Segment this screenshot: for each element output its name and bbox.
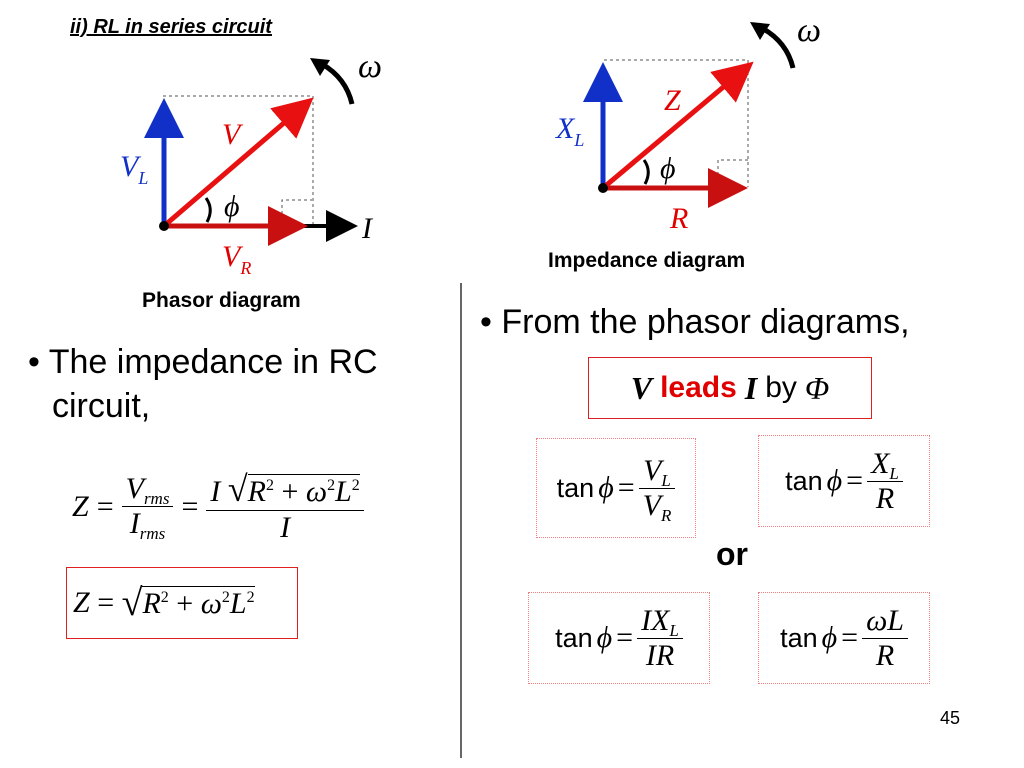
phasor-rotation-arc [320,61,355,105]
right-bullet: • From the phasor diagrams, [480,303,910,341]
phasor-vl-label: VL [120,150,149,188]
phasor-v-label: V [222,118,241,151]
i-sqrt-over-i-fraction: I √R2 + ω2L2 I [206,468,364,545]
phasor-caption: Phasor diagram [142,289,301,312]
phasor-right-angle [281,199,312,226]
phasor-omega-label: ω [358,48,383,85]
v-arrow [162,97,314,228]
phasor-diagram [144,58,358,246]
left-bullet: • The impedance in RC circuit, [28,343,378,425]
impedance-right-angle [717,159,748,187]
impedance-equation-full: Z= Vrms Irms = I √R2 + ω2L2 I [72,468,364,545]
impedance-origin [598,183,608,193]
page-number: 45 [940,708,961,728]
impedance-caption: Impedance diagram [548,249,746,272]
impedance-angle-arc [642,159,650,185]
impedance-phi-label: ϕ [660,152,676,185]
phasor-origin [159,221,169,231]
diagrams-svg [144,22,796,246]
phasor-phi-label: ϕ [224,190,240,223]
z-arrow [601,61,754,190]
impedance-xl-label: XL [556,112,585,150]
slide-title: ii) RL in series circuit [70,16,272,38]
impedance-diagram [583,22,796,208]
column-divider [460,283,462,758]
impedance-rotation-head [750,22,770,40]
phasor-vr-label: VR [222,240,252,278]
v-leads-i-box: V leads I by Φ [588,357,872,419]
vrms-over-irms-fraction: Vrms Irms [121,472,174,543]
impedance-result-box: Z = √R2 + ω2L2 [66,567,298,639]
impedance-omega-label: ω [797,12,822,49]
impedance-rotation-arc [760,25,796,69]
impedance-r-label: R [670,202,689,235]
impedance-z-label: Z [664,84,681,117]
phasor-angle-arc [204,197,212,223]
phasor-i-label: I [362,212,372,245]
or-text: or [716,536,748,572]
phasor-rotation-head [310,58,330,76]
